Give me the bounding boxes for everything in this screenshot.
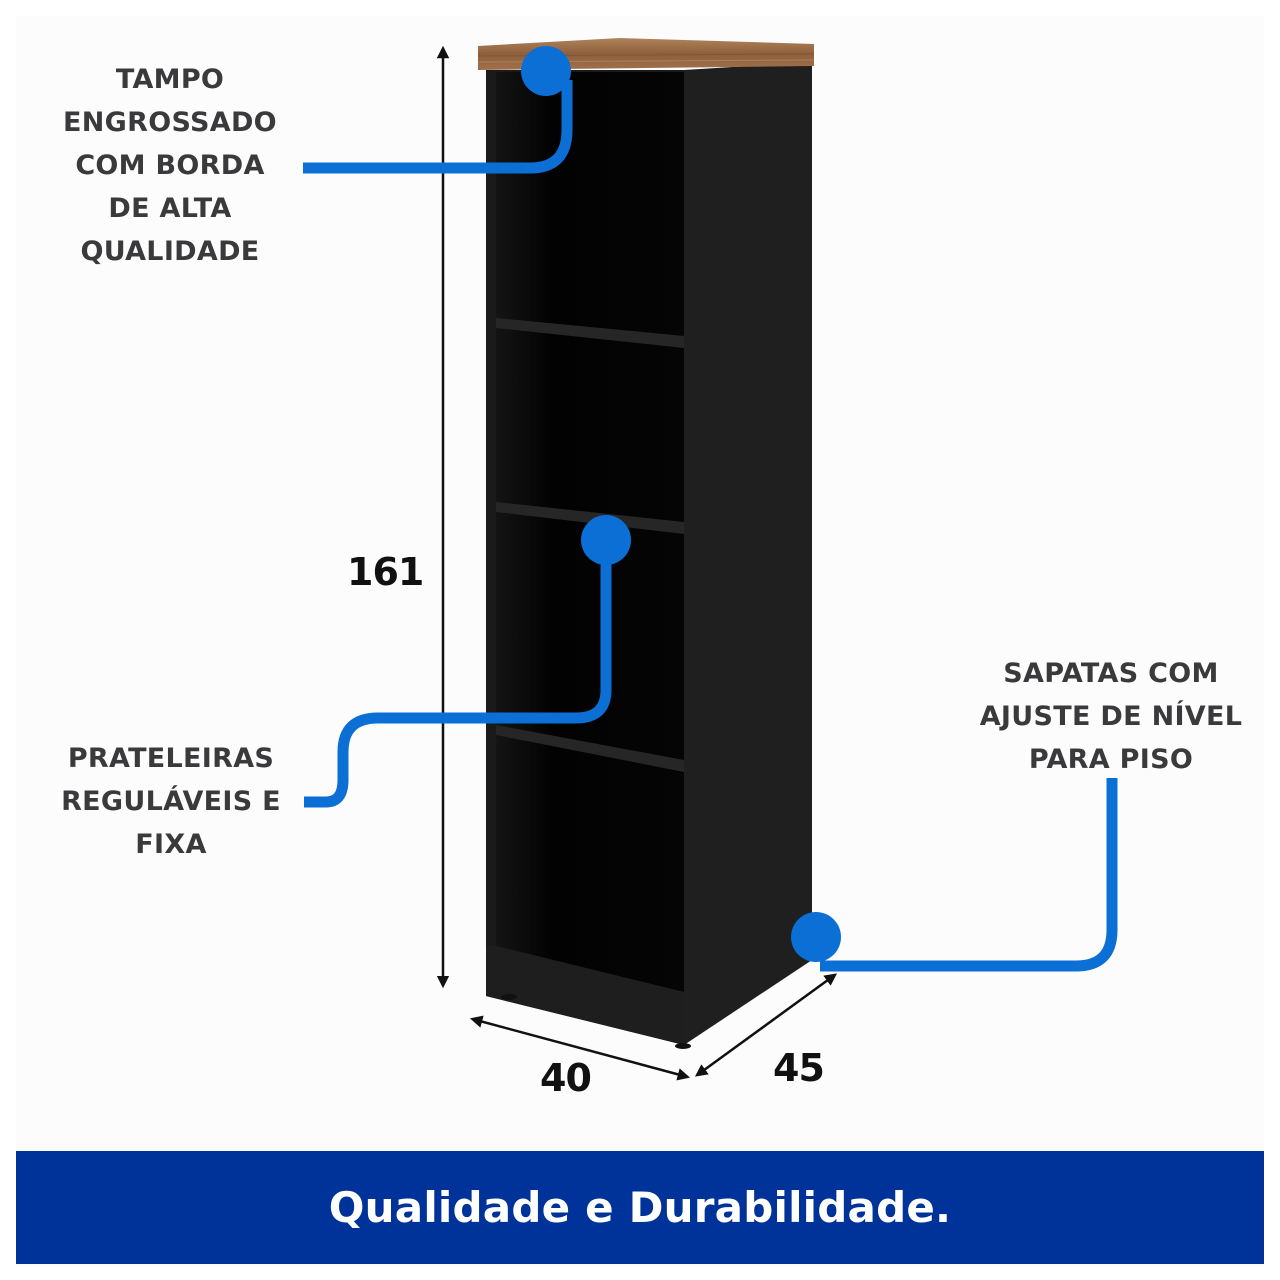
callout-shelves-line: REGULÁVEIS E: [61, 786, 281, 817]
callout-feet-line: AJUSTE DE NÍVEL: [979, 701, 1243, 732]
foot-left: [501, 994, 517, 1000]
callout-shelves-line: FIXA: [135, 829, 207, 860]
width-dimension-line: [469, 1015, 691, 1081]
callout-top-label: TAMPO ENGROSSADO COM BORDA DE ALTA QUALI…: [40, 58, 300, 273]
callout-shelves-connector: [304, 515, 631, 808]
shelf-2: [496, 502, 684, 534]
callout-feet-connector: [791, 778, 1118, 972]
foot-right: [675, 1043, 691, 1049]
tagline-text: Qualidade e Durabilidade.: [328, 1183, 952, 1232]
callout-top-line: ENGROSSADO: [63, 107, 277, 138]
callout-top-connector: [303, 46, 573, 174]
shelf-1: [496, 318, 684, 348]
depth-value: 45: [773, 1046, 825, 1090]
depth-dimension-line: [694, 973, 838, 1077]
callout-feet-line: PARA PISO: [1028, 744, 1194, 775]
width-value: 40: [540, 1056, 592, 1100]
height-value: 161: [347, 550, 424, 594]
callout-top-line: TAMPO: [115, 64, 225, 95]
callout-shelves-label: PRATELEIRAS REGULÁVEIS E FIXA: [40, 737, 302, 866]
callout-top-line: DE ALTA: [108, 193, 232, 224]
tagline-banner: Qualidade e Durabilidade.: [16, 1151, 1264, 1264]
callout-feet-label: SAPATAS COM AJUSTE DE NÍVEL PARA PISO: [960, 652, 1262, 781]
callout-top-line: COM BORDA: [75, 150, 265, 181]
shelf-3: [496, 725, 684, 772]
cabinet-side-panel: [684, 62, 812, 1045]
bookcase-illustration: [477, 38, 815, 1049]
callout-feet-line: SAPATAS COM: [1003, 658, 1219, 689]
callout-top-line: QUALIDADE: [80, 236, 260, 267]
callout-shelves-line: PRATELEIRAS: [67, 743, 275, 774]
